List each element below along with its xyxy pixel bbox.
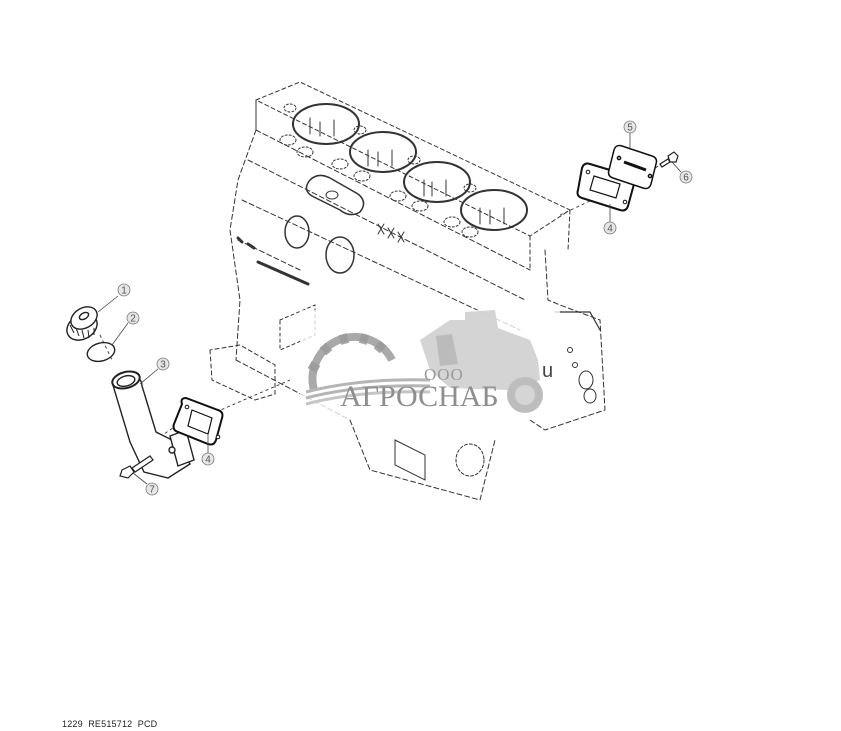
callout-label-4a: 4 <box>205 455 211 466</box>
part-o-ring <box>86 341 116 363</box>
callout-label-3: 3 <box>160 360 166 371</box>
callout-label-6: 6 <box>683 173 689 184</box>
callout-label-2: 2 <box>130 314 136 325</box>
part-cover-plate <box>607 144 658 190</box>
callout-label-7: 7 <box>149 485 155 496</box>
callout-4-right: 4 <box>603 204 617 235</box>
part-cap-screw-7 <box>119 455 154 479</box>
figure-reference-code: 1229 RE515712 PCD <box>62 719 158 729</box>
callout-label-5: 5 <box>627 123 633 134</box>
callout-1: 1 <box>97 283 131 313</box>
callout-label-1: 1 <box>121 286 127 297</box>
part-elbow-fitting <box>111 370 195 479</box>
callout-6: 6 <box>671 161 693 184</box>
callout-7: 7 <box>132 472 159 496</box>
callout-2: 2 <box>111 311 140 346</box>
engine-block <box>209 81 606 501</box>
part-cap <box>66 306 98 341</box>
callout-4-left: 4 <box>201 434 215 466</box>
callout-5: 5 <box>623 120 637 150</box>
callout-3: 3 <box>139 357 170 385</box>
part-gasket-left <box>172 396 224 446</box>
part-cap-screw-6 <box>659 151 679 168</box>
callout-label-4b: 4 <box>607 224 613 235</box>
